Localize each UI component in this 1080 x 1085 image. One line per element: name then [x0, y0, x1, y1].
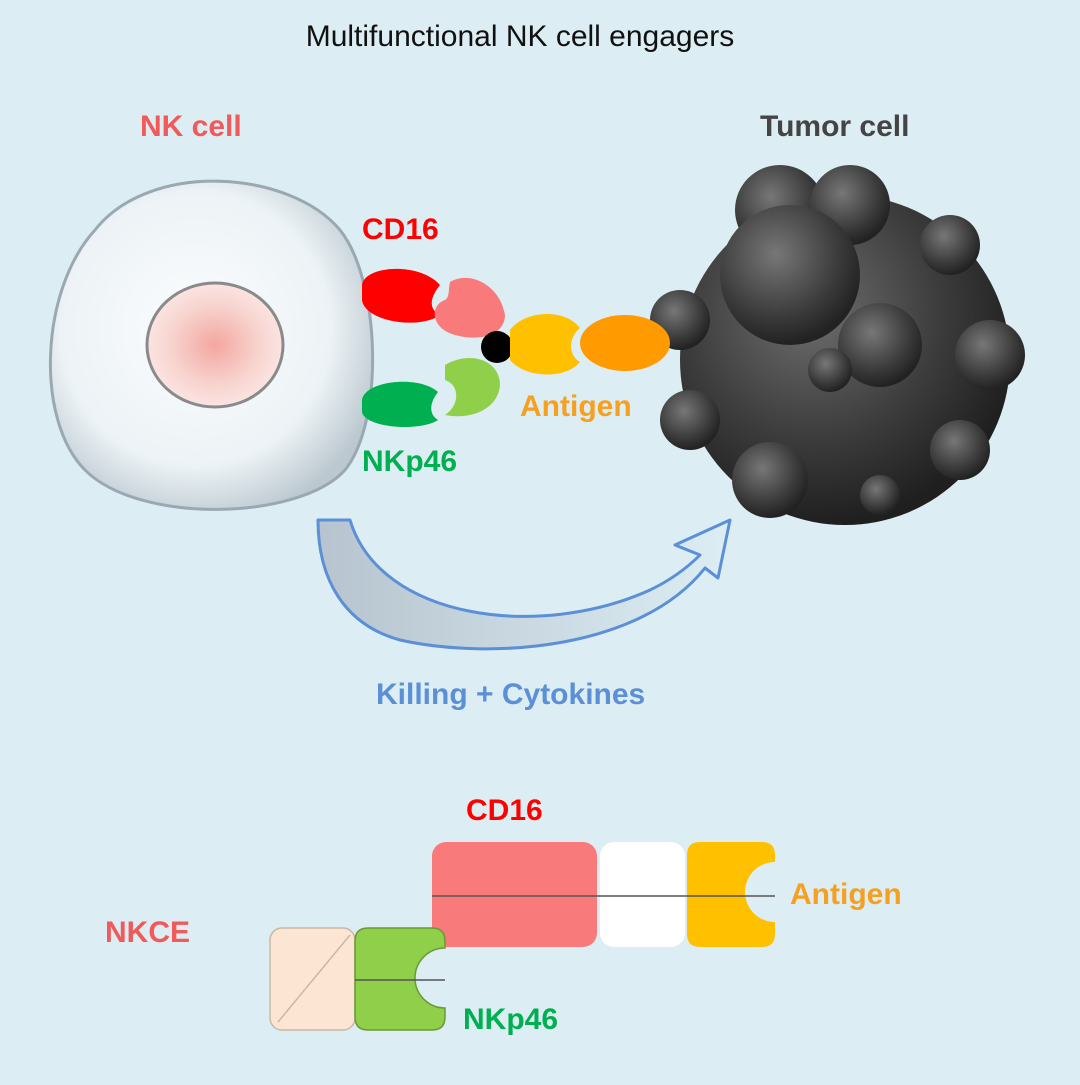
- antigen-binder: [510, 313, 580, 375]
- antigen-label: Antigen: [520, 390, 632, 423]
- tumor-antigen: [580, 315, 670, 371]
- nkp46-receptor: [362, 381, 438, 427]
- nkce-construct: [269, 842, 775, 1031]
- nkce-cd16-domain: [432, 842, 597, 947]
- linker-hinge: [481, 331, 513, 363]
- killing-cytokines-label: Killing + Cytokines: [376, 678, 646, 711]
- tumor-cell: [650, 165, 1025, 525]
- nkce-cd16-label: CD16: [466, 794, 543, 827]
- nkce-label: NKCE: [105, 916, 191, 949]
- cd16-label: CD16: [362, 213, 439, 246]
- killing-arrow: [316, 518, 732, 651]
- tumor-cell-label: Tumor cell: [760, 110, 910, 143]
- nkce-antigen-domain: [687, 842, 775, 947]
- cd16-binder: [434, 277, 505, 338]
- nk-nucleus: [145, 281, 285, 409]
- nkp46-label: NKp46: [362, 445, 458, 478]
- nkce-nkp46-domain: [354, 927, 446, 1031]
- cd16-receptor: [362, 268, 440, 323]
- nk-cell-label: NK cell: [140, 110, 242, 143]
- nkce-nkp46-label: NKp46: [463, 1003, 559, 1036]
- nk-cell: [48, 179, 375, 511]
- nkce-antigen-label: Antigen: [790, 878, 902, 911]
- diagram-title: Multifunctional NK cell engagers: [305, 20, 735, 53]
- nkp46-binder: [445, 357, 500, 417]
- nkce-hinge-domain: [600, 842, 685, 947]
